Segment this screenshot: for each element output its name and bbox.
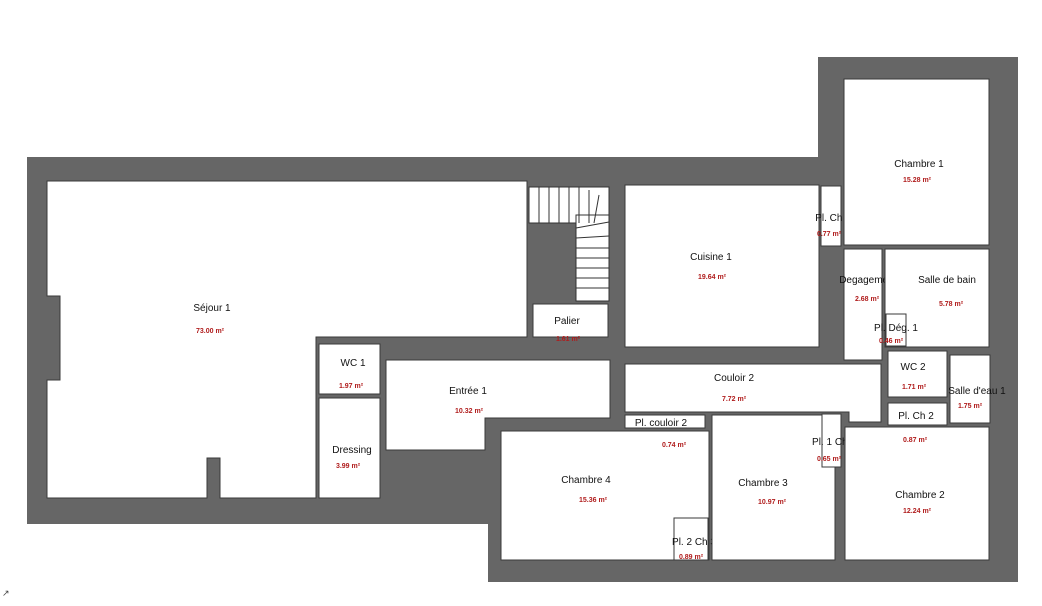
- room-area-pl-couloir-2: 0.74 m²: [662, 442, 687, 449]
- room-area: 1.61 m²: [556, 336, 581, 343]
- room-area: 0.65 m²: [817, 456, 842, 463]
- room-entree-1: Entrée 1 10.32 m²: [385, 359, 611, 451]
- room-pl-1-ch-3: Pl. 1 Ch 3 0.65 m²: [812, 413, 856, 468]
- room-chambre-2: Chambre 2 12.24 m²: [844, 426, 990, 561]
- room-area-pl-ch-2: 0.87 m²: [903, 437, 928, 444]
- room-pl-ch-2: Pl. Ch 2: [887, 402, 948, 426]
- room-label: Degagement 1: [839, 275, 905, 286]
- room-area: 15.28 m²: [903, 177, 932, 184]
- staircase: [528, 186, 610, 302]
- room-area: 19.64 m²: [698, 274, 727, 281]
- room-area: 0.77 m²: [817, 231, 842, 238]
- room-area: 1.97 m²: [339, 383, 364, 390]
- room-label: Chambre 2: [895, 490, 945, 501]
- room-wc-1: WC 1 1.97 m²: [318, 343, 381, 395]
- room-pl-deg-1: Pl. Dég. 1 0.46 m²: [874, 313, 918, 347]
- room-couloir-2: Couloir 2 7.72 m²: [624, 363, 882, 423]
- room-label: Pl. 2 Ch 3: [672, 537, 716, 548]
- room-cuisine-1: Cuisine 1 19.64 m²: [624, 184, 820, 348]
- room-chambre-1: Chambre 1 15.28 m²: [843, 78, 990, 246]
- room-dressing: Dressing 3.99 m²: [318, 397, 381, 499]
- room-sejour-1: Séjour 1 73.00 m²: [46, 180, 528, 499]
- room-area: 73.00 m²: [196, 328, 225, 335]
- room-palier: Palier 1.61 m²: [532, 303, 609, 343]
- room-area: 0.46 m²: [879, 338, 904, 345]
- room-label: Chambre 3: [738, 478, 788, 489]
- room-pl-2-ch-3: Pl. 2 Ch 3 0.89 m²: [672, 517, 716, 561]
- room-label: Cuisine 1: [690, 252, 732, 263]
- room-label: Dressing: [332, 445, 371, 456]
- room-chambre-3: Chambre 3 10.97 m²: [711, 414, 836, 561]
- room-area: 5.78 m²: [939, 301, 964, 308]
- room-label: Pl. couloir 2: [635, 418, 688, 429]
- room-wc-2: WC 2 1.71 m²: [887, 350, 948, 398]
- room-pl-ch-1: Pl. Ch 1 0.77 m²: [815, 185, 851, 247]
- room-label: Pl. Ch 2: [898, 411, 934, 422]
- room-area: 12.24 m²: [903, 508, 932, 515]
- north-arrow-icon: ↗: [2, 588, 10, 598]
- room-label: Pl. Dég. 1: [874, 323, 918, 334]
- room-label: Chambre 1: [894, 159, 944, 170]
- room-area: 7.72 m²: [722, 396, 747, 403]
- room-label: Salle d'eau 1: [948, 386, 1006, 397]
- room-area: 1.71 m²: [902, 384, 927, 391]
- room-area: 3.99 m²: [336, 463, 361, 470]
- room-label: Palier: [554, 316, 580, 327]
- room-area: 1.75 m²: [958, 403, 983, 410]
- room-label: Entrée 1: [449, 386, 487, 397]
- room-label: WC 2: [901, 362, 926, 373]
- room-area: 15.36 m²: [579, 497, 608, 504]
- room-label: Séjour 1: [193, 303, 231, 314]
- room-area: 10.32 m²: [455, 408, 484, 415]
- room-chambre-4: Chambre 4 15.36 m²: [500, 430, 710, 561]
- room-pl-couloir-2: Pl. couloir 2: [624, 414, 706, 429]
- room-area: 2.68 m²: [855, 296, 880, 303]
- room-area: 10.97 m²: [758, 499, 787, 506]
- room-salle-deau-1: Salle d'eau 1 1.75 m²: [948, 354, 1006, 424]
- room-label: Pl. Ch 1: [815, 213, 851, 224]
- room-label: Couloir 2: [714, 373, 754, 384]
- room-label: WC 1: [341, 358, 366, 369]
- room-label: Chambre 4: [561, 475, 611, 486]
- room-label: Pl. 1 Ch 3: [812, 437, 856, 448]
- room-area: 0.89 m²: [679, 554, 704, 561]
- room-degagement-1: Degagement 1 2.68 m²: [839, 248, 905, 361]
- room-label: Salle de bain: [918, 275, 976, 286]
